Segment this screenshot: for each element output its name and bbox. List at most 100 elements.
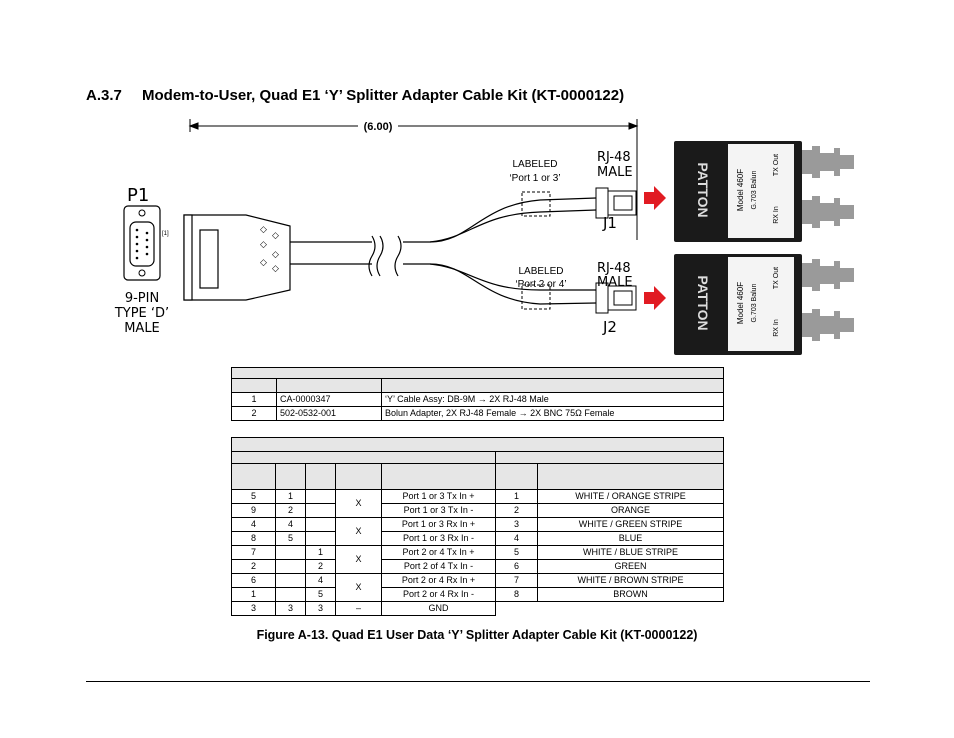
p1-desc-line3: MALE bbox=[124, 321, 160, 336]
part-description: ‘Y’ Cable Assy: DB-9M → 2X RJ-48 Male bbox=[381, 392, 724, 407]
wire-number: 6 bbox=[495, 559, 538, 574]
dimension-line bbox=[188, 119, 639, 240]
table-row: 5 1 X Port 1 or 3 Tx In + 1 WHITE / ORAN… bbox=[231, 489, 724, 518]
wire-number: 7 bbox=[495, 573, 538, 588]
j2-label: J2 bbox=[602, 318, 617, 336]
signal-name: Port 1 or 3 Tx In - bbox=[381, 503, 496, 518]
empty-cell bbox=[496, 602, 724, 616]
svg-text:◇: ◇ bbox=[260, 239, 267, 249]
table-row: 7 1 X Port 2 or 4 Tx In + 5 WHITE / BLUE… bbox=[231, 545, 724, 574]
j1-pin: 4 bbox=[275, 517, 306, 532]
part-number: CA-0000347 bbox=[276, 392, 382, 407]
j1-pin bbox=[275, 559, 306, 574]
signal-name: Port 1 or 3 Rx In + bbox=[381, 517, 496, 532]
svg-text:◇: ◇ bbox=[260, 224, 267, 234]
arrow-icon bbox=[644, 286, 666, 310]
balun-brand-bottom: PATTON bbox=[695, 275, 711, 330]
wire-number: 3 bbox=[495, 517, 538, 532]
table-row: 1 5 Port 2 or 4 Rx In - 8 BROWN bbox=[231, 587, 724, 602]
rj48-connector-j1 bbox=[595, 187, 637, 219]
wire-color: WHITE / ORANGE STRIPE bbox=[537, 489, 724, 504]
wire-number: 8 bbox=[495, 587, 538, 602]
j1-pin bbox=[275, 573, 306, 588]
main-cable bbox=[290, 197, 597, 305]
port-label-sleeve-bottom bbox=[521, 284, 551, 310]
pinout-rows: 5 1 X Port 1 or 3 Tx In + 1 WHITE / ORAN… bbox=[231, 489, 724, 616]
db9-connector-side bbox=[183, 214, 291, 301]
j2-pin bbox=[305, 517, 336, 532]
balun-rx-top: RX In bbox=[773, 206, 780, 224]
figure-caption: Figure A-13. Quad E1 User Data ‘Y’ Split… bbox=[256, 628, 698, 642]
p1-pin: 7 bbox=[231, 545, 276, 560]
signal-name: GND bbox=[381, 601, 496, 616]
j2-pin bbox=[305, 531, 336, 546]
p1-pin: 4 bbox=[231, 517, 276, 532]
rj48-connector-j2 bbox=[595, 282, 637, 314]
dimension-text: (6.00) bbox=[364, 121, 393, 133]
wire-color: BROWN bbox=[537, 587, 724, 602]
j2-pin bbox=[305, 503, 336, 518]
j1-pin bbox=[275, 545, 306, 560]
balun-type-bottom: G.703 Balun bbox=[751, 283, 758, 322]
balun-model-top: Model 460F bbox=[736, 169, 745, 211]
balun-type-top: G.703 Balun bbox=[751, 170, 758, 209]
balun-adapter-top: PATTON Model 460F G.703 Balun TX Out RX … bbox=[674, 141, 854, 242]
j1-pin: 3 bbox=[275, 601, 306, 616]
signal-name: Port 1 or 3 Rx In - bbox=[381, 531, 496, 546]
labeled-top-line1: LABELED bbox=[512, 159, 557, 170]
signal-name: Port 2 of 4 Tx In - bbox=[381, 559, 496, 574]
rj48-bottom-line1: RJ-48 bbox=[597, 261, 631, 276]
signal-name: Port 2 or 4 Rx In + bbox=[381, 573, 496, 588]
j1-pin: 2 bbox=[275, 503, 306, 518]
j2-pin: 1 bbox=[305, 545, 336, 560]
svg-text:◇: ◇ bbox=[272, 230, 279, 240]
j2-pin: 4 bbox=[305, 573, 336, 588]
section-number: A.3.7 bbox=[86, 87, 122, 104]
balun-model-bottom: Model 460F bbox=[736, 282, 745, 324]
signal-name: Port 2 or 4 Tx In + bbox=[381, 545, 496, 560]
table-row: 3 3 3 – GND bbox=[231, 601, 724, 616]
part-item: 1 bbox=[231, 392, 277, 407]
twist-mark: X bbox=[335, 545, 382, 574]
twist-mark: X bbox=[335, 489, 382, 518]
balun-tx-top: TX Out bbox=[773, 154, 780, 176]
part-number: 502-0532-001 bbox=[276, 406, 382, 421]
table-row: 9 2 Port 1 or 3 Tx In - 2 ORANGE bbox=[231, 503, 724, 518]
parts-table: 1 CA-0000347 ‘Y’ Cable Assy: DB-9M → 2X … bbox=[231, 367, 724, 421]
rj48-bottom-line2: MALE bbox=[597, 275, 633, 290]
pin-marker: [1] bbox=[162, 231, 169, 237]
wire-color: GREEN bbox=[537, 559, 724, 574]
part-item: 2 bbox=[231, 406, 277, 421]
db9-connector-end-view bbox=[123, 205, 161, 281]
j1-pin bbox=[275, 587, 306, 602]
p1-pin: 1 bbox=[231, 587, 276, 602]
wire-color: ORANGE bbox=[537, 503, 724, 518]
svg-text:◇: ◇ bbox=[272, 263, 279, 273]
pinout-table: 5 1 X Port 1 or 3 Tx In + 1 WHITE / ORAN… bbox=[231, 437, 724, 616]
table-row: 8 5 Port 1 or 3 Rx In - 4 BLUE bbox=[231, 531, 724, 546]
j2-pin: 5 bbox=[305, 587, 336, 602]
wire-number: 2 bbox=[495, 503, 538, 518]
twist-mark: – bbox=[335, 601, 382, 616]
balun-brand-top: PATTON bbox=[695, 162, 711, 217]
j2-pin bbox=[305, 489, 336, 504]
p1-pin: 6 bbox=[231, 573, 276, 588]
rj48-top-line2: MALE bbox=[597, 165, 633, 180]
j2-pin: 3 bbox=[305, 601, 336, 616]
p1-pin: 5 bbox=[231, 489, 276, 504]
footer-rule bbox=[86, 681, 870, 682]
wire-number: 5 bbox=[495, 545, 538, 560]
table-row: 4 4 X Port 1 or 3 Rx In + 3 WHITE / GREE… bbox=[231, 517, 724, 546]
balun-rx-bottom: RX In bbox=[773, 319, 780, 337]
p1-pin: 8 bbox=[231, 531, 276, 546]
rj48-top-line1: RJ-48 bbox=[597, 150, 631, 165]
p1-desc-line1: 9-PIN bbox=[125, 291, 159, 306]
wire-color: WHITE / BLUE STRIPE bbox=[537, 545, 724, 560]
arrow-icon bbox=[644, 186, 666, 210]
svg-text:◇: ◇ bbox=[272, 249, 279, 259]
labeled-bottom-line1: LABELED bbox=[518, 266, 563, 277]
j2-pin: 2 bbox=[305, 559, 336, 574]
p1-label: P1 bbox=[127, 185, 149, 206]
port-label-sleeve-top bbox=[521, 191, 551, 217]
